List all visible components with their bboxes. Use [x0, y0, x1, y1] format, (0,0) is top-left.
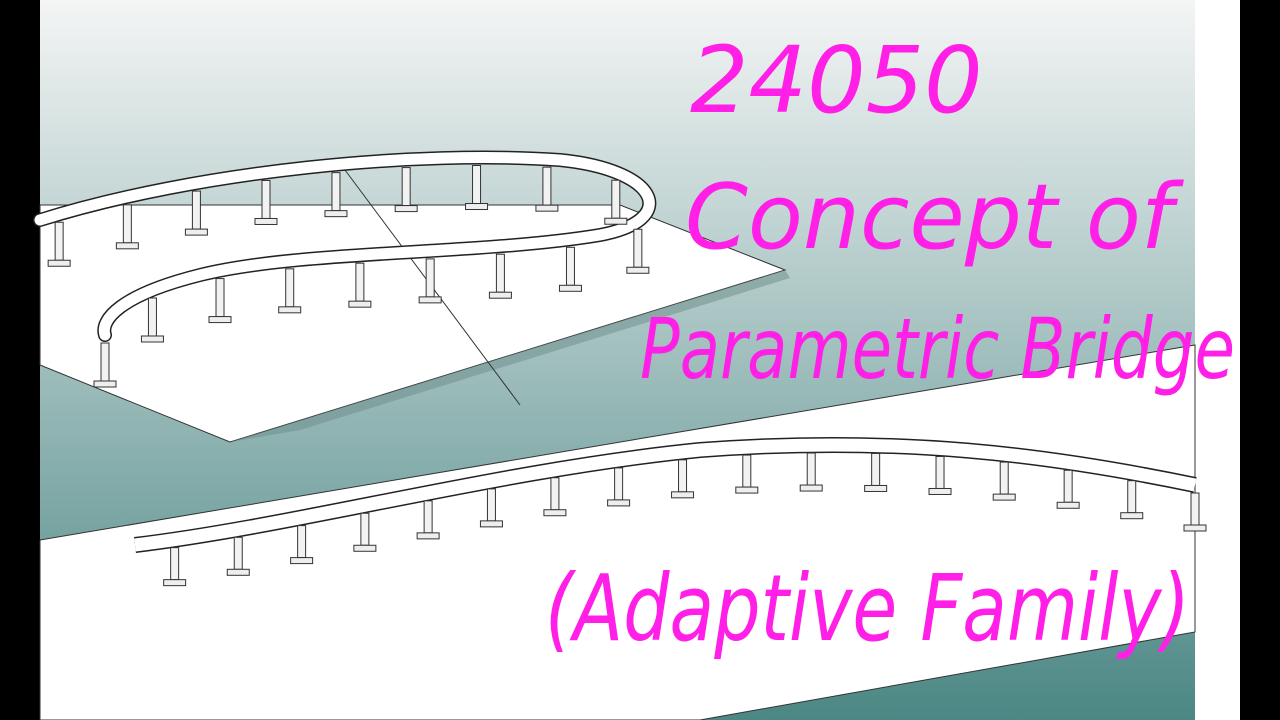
white-strip	[1195, 0, 1240, 720]
title-line-adaptive-family: (Adaptive Family)	[545, 555, 1190, 662]
pier-footing	[1183, 524, 1207, 532]
pier-footing	[626, 266, 650, 274]
pier-footing	[324, 210, 348, 218]
bridge-pier	[191, 190, 201, 230]
bridge-pier	[297, 525, 307, 559]
bridge-pier	[1127, 480, 1137, 514]
pier-footing	[535, 204, 559, 212]
pier-footing	[488, 291, 512, 299]
pier-footing	[93, 380, 117, 388]
bridge-pier	[1063, 469, 1073, 503]
bridge-pier	[147, 297, 157, 337]
bridge-pier	[472, 165, 482, 205]
pier-footing	[416, 532, 440, 540]
bridge-pier	[355, 262, 365, 302]
bridge-pier	[425, 258, 435, 298]
pier-footing	[543, 509, 567, 517]
bridge-pier	[871, 452, 881, 486]
bridge-pier	[742, 454, 752, 488]
bridge-pier	[122, 204, 132, 244]
pier-footing	[140, 335, 164, 343]
bridge-pier	[565, 246, 575, 286]
bridge-pier	[614, 467, 624, 501]
pier-footing	[465, 203, 489, 211]
bridge-pier	[1190, 492, 1200, 526]
bridge-pier	[550, 477, 560, 511]
bridge-pier	[261, 179, 271, 219]
bridge-pier	[100, 342, 110, 382]
bridge-pier	[495, 253, 505, 293]
pier-footing	[604, 217, 628, 225]
bridge-pier	[54, 221, 64, 261]
pier-footing	[47, 259, 71, 267]
pier-footing	[394, 205, 418, 213]
pier-footing	[864, 484, 888, 492]
bridge-pier	[233, 536, 243, 570]
pier-footing	[348, 300, 372, 308]
bridge-pier	[285, 268, 295, 308]
pier-footing	[479, 520, 503, 528]
bridge-pier	[401, 167, 411, 207]
pier-footing	[208, 316, 232, 324]
pier-footing	[163, 579, 187, 587]
pier-footing	[353, 544, 377, 552]
handwritten-title: 24050 Concept of Parametric Bridge (Adap…	[545, 27, 1235, 662]
pier-footing	[278, 306, 302, 314]
bridge-pier	[611, 179, 621, 219]
pier-footing	[558, 284, 582, 292]
pier-footing	[254, 217, 278, 225]
pier-footing	[671, 491, 695, 499]
upper-plane-shadow	[230, 270, 790, 442]
bridge-pier	[935, 455, 945, 489]
pier-footing	[1120, 512, 1144, 520]
bridge-pier	[633, 228, 643, 268]
pier-footing	[1056, 501, 1080, 509]
pier-footing	[226, 568, 250, 576]
bridge-pier	[423, 500, 433, 534]
title-line-parametric-bridge: Parametric Bridge	[640, 300, 1235, 398]
pier-footing	[928, 487, 952, 495]
bridge-pier	[215, 278, 225, 318]
bridge-pier	[170, 547, 180, 581]
title-line-concept: Concept of	[685, 165, 1185, 270]
pier-footing	[735, 486, 759, 494]
pier-footing	[607, 499, 631, 507]
pier-footing	[290, 557, 314, 565]
pier-footing	[184, 228, 208, 236]
bridge-pier	[542, 166, 552, 206]
pier-footing	[799, 484, 823, 492]
title-number: 24050	[690, 27, 983, 134]
bridge-pier	[806, 452, 816, 486]
bridges	[33, 150, 1207, 587]
pier-footing	[115, 242, 139, 250]
pier-footing	[992, 493, 1016, 501]
bridge-pier	[486, 488, 496, 522]
pier-footing	[418, 296, 442, 304]
bridge-pier	[360, 512, 370, 546]
bridge-pier	[678, 459, 688, 493]
bridge-pier	[999, 461, 1009, 495]
bridge-pier	[331, 172, 341, 212]
